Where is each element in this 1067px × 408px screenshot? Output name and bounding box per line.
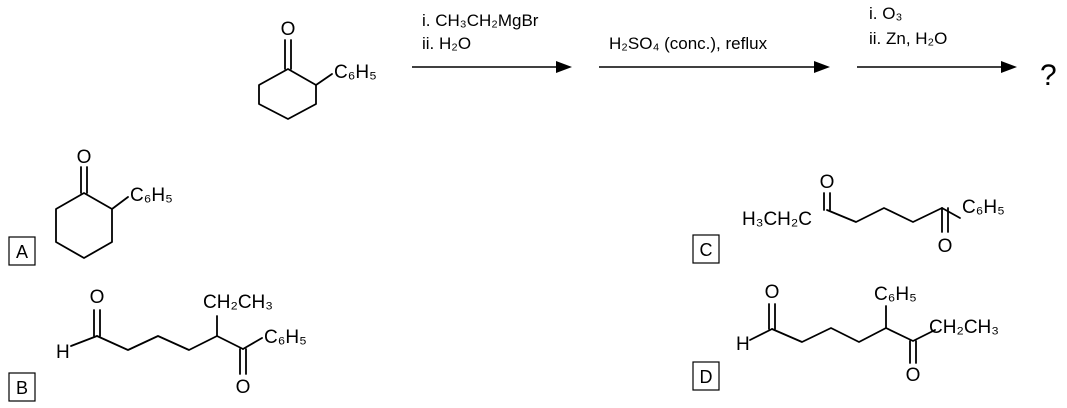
reagent-step2: H₂SO₄ (conc.), reflux <box>609 34 768 53</box>
starting-material: O C₆H₅ <box>258 19 377 120</box>
option-b: B H O CH₂CH₃ O C₆H₅ <box>8 287 307 402</box>
option-a: A O C₆H₅ <box>8 147 173 266</box>
option-a-label: A <box>16 242 28 262</box>
option-a-oxygen: O <box>77 147 92 168</box>
option-b-box <box>8 372 36 402</box>
option-c-ethyl: H₃CH₂C <box>742 209 812 230</box>
option-d-phenyl: C₆H₅ <box>874 284 917 305</box>
option-d-ethyl: CH₂CH₃ <box>929 317 999 338</box>
option-c: C H₃CH₂C O O C₆H₅ <box>692 172 1005 264</box>
starting-phenyl-label: C₆H₅ <box>334 62 377 83</box>
option-b-ethyl: CH₂CH₃ <box>203 292 273 313</box>
reaction-arrow-2 <box>599 61 830 73</box>
option-b-ketone-oxygen: O <box>236 377 251 398</box>
option-c-box <box>692 234 720 264</box>
option-c-ketone2-oxygen: O <box>938 236 953 257</box>
reagent-step3-line1: i. O₃ <box>869 4 902 23</box>
option-c-ketone1-oxygen: O <box>820 172 835 193</box>
option-b-aldehyde-oxygen: O <box>90 287 105 308</box>
starting-carbonyl-oxygen: O <box>281 19 296 40</box>
reagent-step1-line2: ii. H₂O <box>422 34 471 53</box>
option-a-box <box>8 236 36 266</box>
option-b-label: B <box>16 378 28 398</box>
option-d-ketone-oxygen: O <box>906 365 921 386</box>
option-d-label: D <box>700 367 713 387</box>
option-a-phenyl: C₆H₅ <box>130 185 173 206</box>
option-b-hydrogen: H <box>56 342 70 363</box>
option-d-aldehyde-oxygen: O <box>765 282 780 303</box>
reaction-arrow-1 <box>412 61 572 73</box>
option-c-phenyl: C₆H₅ <box>962 197 1005 218</box>
option-d-box <box>692 361 720 391</box>
option-d: D H O C₆H₅ O CH₂CH₃ <box>692 282 999 391</box>
product-question-mark: ? <box>1040 59 1057 92</box>
option-c-label: C <box>700 240 713 260</box>
option-d-hydrogen: H <box>736 334 750 355</box>
reagent-step3-line2: ii. Zn, H₂O <box>869 29 947 48</box>
reagent-step1-line1: i. CH₃CH₂MgBr <box>422 11 539 30</box>
reaction-arrow-3 <box>857 61 1017 73</box>
option-b-phenyl: C₆H₅ <box>264 327 307 348</box>
